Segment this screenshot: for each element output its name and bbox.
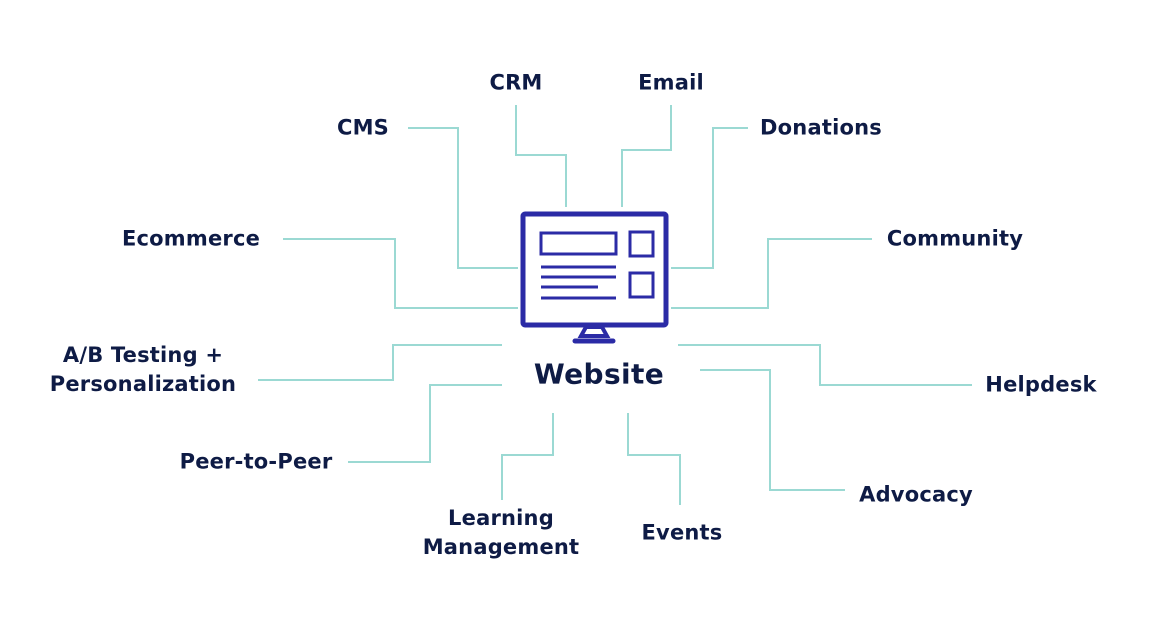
- connector-cms: [408, 127, 518, 269]
- connector-helpdesk: [678, 344, 972, 386]
- node-label-email: Email: [638, 70, 704, 95]
- connector-donations: [671, 127, 748, 269]
- connector-events: [627, 413, 681, 505]
- connector-crm: [515, 105, 567, 207]
- connector-learning-management: [501, 413, 554, 500]
- node-label-events: Events: [641, 520, 723, 545]
- connector-community: [671, 238, 872, 309]
- node-label-donations: Donations: [760, 115, 882, 140]
- monitor-icon: [520, 211, 669, 344]
- connector-advocacy: [700, 369, 845, 491]
- node-label-advocacy: Advocacy: [859, 482, 973, 507]
- center-label-website: Website: [533, 357, 665, 391]
- connector-peer-to-peer: [348, 384, 502, 463]
- connector-ab-testing: [258, 344, 502, 381]
- node-label-learning-management: Learning Management: [422, 506, 580, 559]
- node-label-ab-testing-personalization: A/B Testing + Personalization: [49, 343, 237, 396]
- node-label-crm: CRM: [489, 70, 543, 95]
- node-label-helpdesk: Helpdesk: [985, 372, 1097, 397]
- node-label-cms: CMS: [336, 115, 390, 140]
- connector-email: [621, 105, 672, 207]
- node-label-peer-to-peer: Peer-to-Peer: [179, 449, 333, 474]
- node-label-community: Community: [886, 226, 1024, 251]
- connector-ecommerce: [283, 238, 518, 309]
- node-label-ecommerce: Ecommerce: [121, 226, 261, 251]
